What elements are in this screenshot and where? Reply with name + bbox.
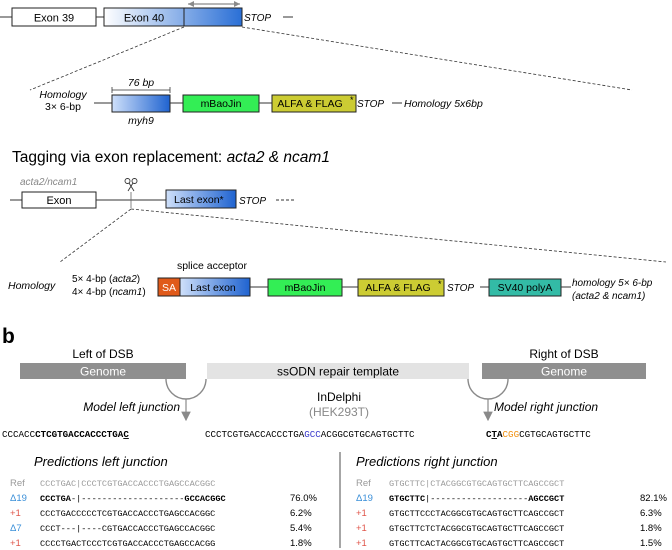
prediction-sequence: GTGCTTC|-------------------AGCCGCT (389, 494, 564, 504)
scissors-icon (124, 178, 138, 192)
row-label: Δ7 (10, 523, 22, 534)
prediction-percent: 6.2% (290, 508, 312, 519)
row-label: +1 (356, 523, 367, 534)
splice-acceptor-label: splice acceptor (177, 260, 248, 272)
prediction-sequence: CCCTGA-|--------------------GCCACGGC (40, 494, 226, 504)
projection-left-dashed (59, 208, 132, 263)
homology-right-line1: homology 5× 6-bp (572, 278, 653, 289)
top-gene-track: Exon 39 Exon 40 STOP (0, 1, 293, 27)
row-label: +1 (356, 508, 367, 519)
bp-label: 76 bp (128, 77, 154, 89)
prediction-sequence: CCCCTGACTCCCTCGTGACCACCCTGAGCCACGG (40, 539, 215, 549)
panel-b-label: b (2, 325, 15, 348)
replacement-construct: splice acceptor Homology 5× 4-bp (acta2)… (8, 260, 653, 302)
last-exon-label: Last exon (190, 282, 236, 294)
projection-right-dashed (130, 208, 667, 263)
right-model-sequence: CTACGGCGTGCAGTGCTTC (486, 429, 591, 440)
prediction-sequence: CCCT---|----CGTGACCACCCTGAGCCACGGC (40, 524, 215, 534)
myh9-stop-label: STOP (357, 99, 384, 110)
projection-right-dashed (241, 26, 633, 91)
homology-ncam1: 4× 4-bp (ncam1) (72, 287, 146, 298)
genome-right-bar (482, 363, 646, 379)
replacement-stop-label: STOP (239, 196, 266, 207)
row-label: +1 (10, 538, 21, 549)
row-label-ref: Ref (10, 478, 25, 489)
indelphi-label: InDelphi (317, 390, 361, 404)
homology-right-line2: (acta2 & ncam1) (572, 291, 645, 302)
model-left-label: Model left junction (83, 400, 180, 414)
region-arrowheads (188, 1, 240, 7)
prediction-percent: 1.8% (290, 538, 312, 549)
middle-template-sequence: CCCTCGTGACCACCCTGAGCCACGGCGTGCAGTGCTTC (205, 429, 415, 440)
exon39-label: Exon 39 (34, 13, 74, 25)
homology-left-line1: Homology (39, 89, 87, 101)
section-title-genes: acta2 & ncam1 (227, 149, 330, 166)
myh9-exon-box (111, 94, 171, 113)
last-exon-label: Last exon* (174, 194, 224, 206)
ref-sequence: GTGCTTC|CTACGGCGTGCAGTGCTTCAGCCGCT (389, 479, 564, 489)
predictions-right-title: Predictions right junction (356, 454, 498, 469)
prediction-sequence: GTGCTTCTCTACGGCGTGCAGTGCTTCAGCCGCT (389, 524, 564, 534)
top-stop-label: STOP (244, 13, 271, 24)
row-label: +1 (10, 508, 21, 519)
homology-right-label: Homology 5x6bp (404, 98, 483, 110)
myh9-construct: Homology 3× 6-bp 76 bp myh9 mBaoJin ALFA… (39, 77, 483, 127)
row-label: Δ19 (10, 493, 27, 504)
exon40-label: Exon 40 (124, 13, 164, 25)
hek-label: (HEK293T) (309, 405, 369, 419)
prediction-percent: 82.1% (640, 493, 667, 504)
alfa-flag-asterisk: * (438, 279, 442, 289)
alfa-flag-box (271, 94, 357, 113)
predictions-left-title: Predictions left junction (34, 454, 168, 469)
model-right-label: Model right junction (494, 400, 598, 414)
predictions-left-table: Predictions left junction Ref CCCTGAC|CC… (10, 454, 317, 549)
prediction-sequence: GTGCTTCACTACGGCGTGCAGTGCTTCAGCCGCT (389, 539, 564, 549)
left-junction-curve (165, 378, 207, 400)
exon-label: Exon (46, 195, 71, 207)
row-label: Δ19 (356, 493, 373, 504)
alfa-flag-label: ALFA & FLAG (277, 98, 342, 110)
prediction-sequence: GTGCTTCCCTACGGCGTGCAGTGCTTCAGCCGCT (389, 509, 564, 519)
section-title: Tagging via exon replacement: acta2 & nc… (12, 149, 330, 166)
homology-left-line2: 3× 6-bp (45, 101, 81, 113)
ssodn-label: ssODN repair template (277, 365, 399, 379)
prediction-percent: 5.4% (290, 523, 312, 534)
alfa-flag-label: ALFA & FLAG (365, 282, 430, 294)
alfa-flag-box (357, 278, 445, 297)
mbaojin-label: mBaoJin (201, 98, 242, 110)
left-model-sequence: CCCACCCTCGTGACCACCCTGAC (2, 429, 129, 440)
prediction-sequence: CCCTGACCCCCTCGTGACCACCCTGAGCCACGGC (40, 509, 215, 519)
predictions-right-table: Predictions right junction Ref GTGCTTC|C… (356, 454, 667, 549)
acta2-ncam1-label: acta2/ncam1 (20, 177, 77, 188)
dsb-schematic: Left of DSB Genome ssODN repair template… (20, 347, 646, 422)
prediction-percent: 1.5% (640, 538, 662, 549)
right-junction-curve (467, 378, 509, 400)
mbaojin-label: mBaoJin (285, 282, 326, 294)
genome-left-bar (20, 363, 186, 379)
homology-acta2: 5× 4-bp (acta2) (72, 274, 140, 285)
row-label: +1 (356, 538, 367, 549)
section-title-prefix: Tagging via exon replacement: (12, 149, 227, 166)
row-label-ref: Ref (356, 478, 371, 489)
myh9-gene-label: myh9 (128, 115, 154, 127)
prediction-percent: 6.3% (640, 508, 662, 519)
left-of-dsb-label: Left of DSB (72, 347, 133, 361)
replacement-construct-stop: STOP (447, 283, 474, 294)
genome-right-label: Genome (541, 365, 587, 379)
prediction-percent: 76.0% (290, 493, 317, 504)
prediction-percent: 1.8% (640, 523, 662, 534)
replacement-gene-track: acta2/ncam1 Exon Last exon* STOP (10, 177, 296, 209)
alfa-flag-asterisk: * (350, 95, 354, 105)
right-of-dsb-label: Right of DSB (529, 347, 598, 361)
ref-sequence: CCCTGAC|CCCTCGTGACCACCCTGAGCCACGGC (40, 479, 215, 489)
exon40-box (103, 7, 243, 27)
genome-left-label: Genome (80, 365, 126, 379)
sv40-polya-label: SV40 polyA (498, 282, 553, 294)
last-exon-box (165, 189, 237, 209)
ssodn-bar (207, 363, 469, 379)
homology-left-label: Homology (8, 280, 56, 292)
sa-label: SA (162, 282, 176, 294)
projection-left-dashed (29, 26, 185, 91)
